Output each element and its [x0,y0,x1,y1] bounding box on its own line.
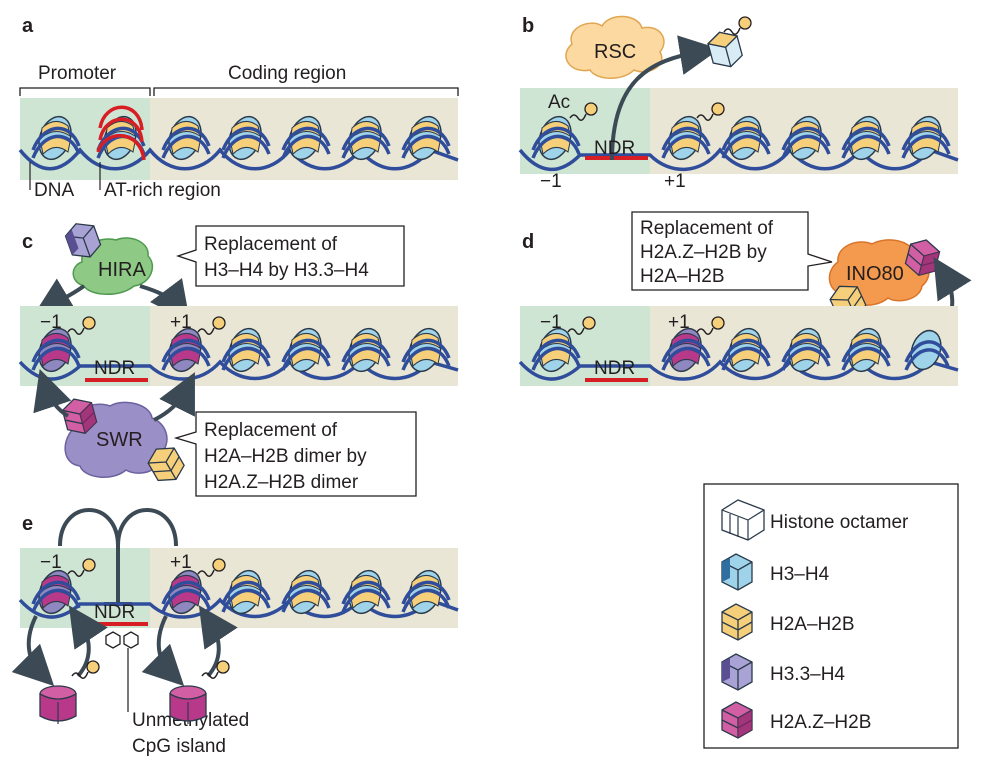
rsc-complex [565,15,665,79]
cpg-hexagon [105,631,121,649]
plus1-label-c: +1 [170,312,192,333]
at-rich-label: AT-rich region [104,180,221,201]
panel-label-b: b [522,15,534,37]
swr-callout-line-2: H2A–H2B dimer by [204,446,367,467]
ndr-label-d: NDR [594,358,635,379]
dna-label: DNA [34,180,74,201]
hira-callout-line-1: Replacement of [204,234,338,255]
histone-octamer-icon [721,499,765,541]
swr-callout-line-3: H2A.Z–H2B dimer [204,472,359,493]
panel-d: d Replacement of H2A.Z–H2B by H2A–H2B IN… [518,211,972,386]
minus1-label-e: −1 [40,552,62,573]
hira-callout [175,225,405,287]
legend-label-histone-octamer: Histone octamer [770,512,909,533]
panel-c: c HIRA Replacement of H3–H4 by H3.3–H4 −… [18,217,459,497]
cpg-label-line-2: CpG island [132,736,226,757]
h2a-h2b-icon [721,603,753,641]
legend-label-h2a-z-h2b: H2A.Z–H2B [770,712,871,733]
coding-region-label: Coding region [228,63,346,84]
cpg-hexagon [123,631,139,649]
hira-callout-line-2: H3–H4 by H3.3–H4 [204,260,369,281]
panel-a: a Promoter Coding region DNA AT-rich reg… [18,15,459,201]
legend-label-h3-3-h4: H3.3–H4 [770,664,845,685]
hira-label: HIRA [98,259,146,281]
ino80-callout [631,211,833,291]
swr-callout-line-1: Replacement of [204,420,338,441]
ino80-callout-line-1: Replacement of [640,218,774,239]
ino80-callout-line-3: H2A–H2B [640,266,725,287]
panel-e: e −1 +1 NDR Unmethylated CpG island [11,508,459,757]
ndr-label-c: NDR [94,358,135,379]
ac-label: Ac [548,92,570,113]
promoter-label: Promoter [38,63,117,84]
ino80-label: INO80 [846,263,904,285]
legend-label-h2a-h2b: H2A–H2B [770,614,855,635]
panel-label-d: d [522,231,534,253]
legend: Histone octamer H3–H4 H2A–H2B H3.3–H4 H2… [703,483,959,749]
ndr-label-b: NDR [594,138,635,159]
panel-label-e: e [22,513,33,535]
ino80-callout-line-2: H2A.Z–H2B by [640,242,767,263]
plus1-label-e: +1 [170,552,192,573]
rsc-label: RSC [594,41,636,63]
h3-3-h4-icon [721,653,753,691]
h2a-z-h2b-icon [721,701,753,739]
plus1-label-d: +1 [668,312,690,333]
plus1-label-b: +1 [664,171,686,192]
minus1-label-d: −1 [540,312,562,333]
minus1-label-b: −1 [540,171,562,192]
minus1-label-c: −1 [40,312,62,333]
swr-callout [173,411,417,497]
panel-label-c: c [22,231,33,253]
ndr-label-e: NDR [94,602,135,623]
legend-label-h3-h4: H3–H4 [770,564,830,585]
swr-label: SWR [96,429,143,451]
panel-label-a: a [22,15,34,37]
at-rich-dna [96,105,146,161]
panel-b: b RSC Ac NDR −1 +1 [518,15,959,192]
h3-h4-icon [721,553,753,591]
